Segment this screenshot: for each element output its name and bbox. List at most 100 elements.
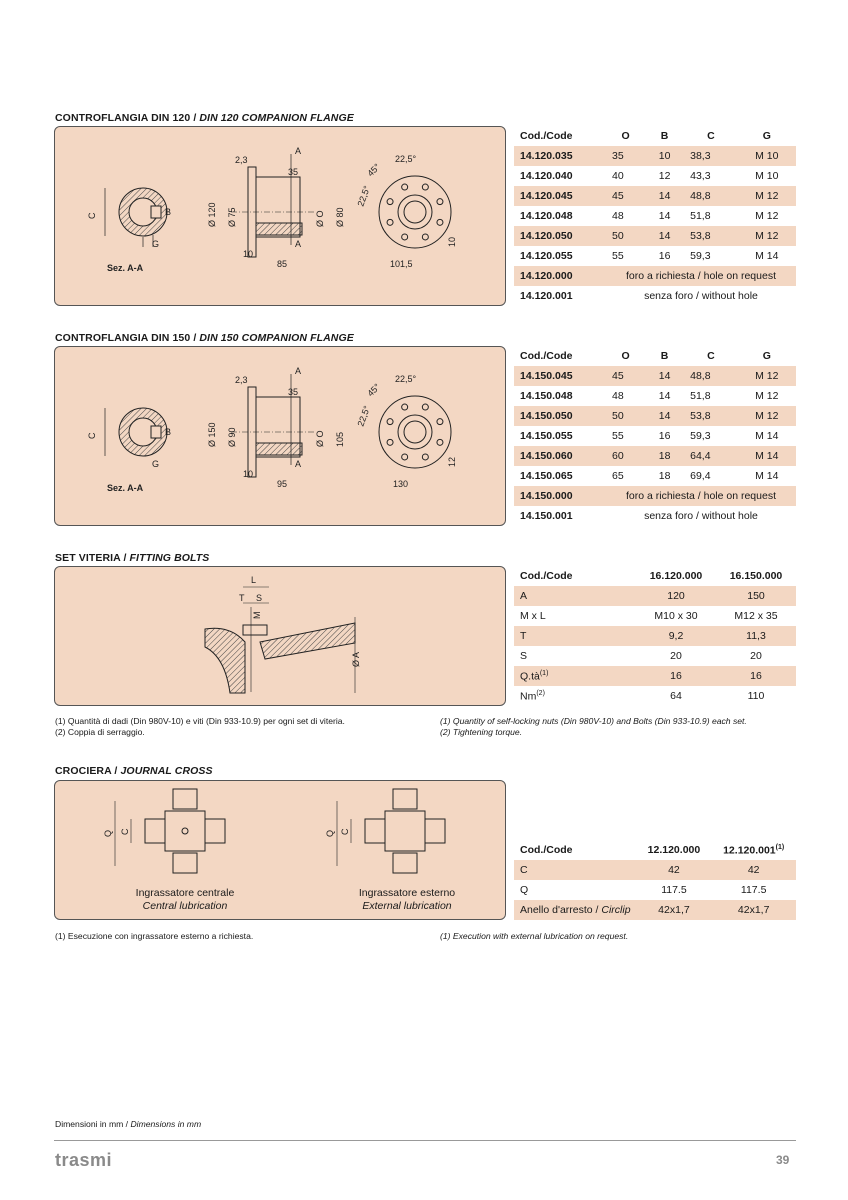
bolts-notes-en: (1) Quantity of self-locking nuts (Din 9… <box>440 716 747 737</box>
label-s: S <box>256 593 262 603</box>
title-it: CONTROFLANGIA DIN 150 / <box>55 332 197 344</box>
bolt-hole <box>386 218 394 226</box>
page-number: 39 <box>776 1153 790 1167</box>
svg-text:45°: 45° <box>365 381 382 398</box>
bolt-hole <box>436 418 444 426</box>
side-view: 2,3 35 A A Ø 120 Ø 75 Ø O Ø 80 10 85 <box>207 146 345 269</box>
drawing-panel-din150: C B G Sez. A-A 2,3 35 A A Ø 150 Ø 90 Ø O… <box>54 346 506 526</box>
bolt-hole <box>386 418 394 426</box>
caption-external: Ingrassatore esterno External lubricatio… <box>358 887 456 912</box>
table-header: Cod./Code 16.120.000 16.150.000 <box>520 570 783 582</box>
drawing-panel-cross: Q C Q C Ingrassatore centrale Central lu… <box>54 780 506 920</box>
svg-text:10: 10 <box>243 249 253 259</box>
bolt-hole <box>436 198 444 206</box>
bolt-hole <box>401 183 409 191</box>
caption-central: Ingrassatore centrale Central lubricatio… <box>135 887 235 912</box>
front-view: 22,5° 45° 22,5° 130 12 <box>355 374 457 489</box>
label-c: C <box>120 828 130 835</box>
svg-text:B: B <box>165 207 171 217</box>
svg-text:C: C <box>87 212 97 219</box>
title-en: JOURNAL CROSS <box>120 765 213 777</box>
label-a: Ø A <box>351 652 361 667</box>
bolts-drawing: L T S M Ø A <box>204 575 361 694</box>
label-t: T <box>239 593 245 603</box>
title-it: SET VITERIA / <box>55 552 127 564</box>
svg-text:B: B <box>165 427 171 437</box>
brand-logo: trasmi <box>55 1150 113 1170</box>
section-title-din120: CONTROFLANGIA DIN 120 / DIN 120 COMPANIO… <box>55 112 354 124</box>
svg-text:22,5°: 22,5° <box>355 404 372 428</box>
svg-text:2,3: 2,3 <box>235 375 248 385</box>
svg-text:35: 35 <box>288 387 298 397</box>
svg-text:C: C <box>87 432 97 439</box>
svg-text:A: A <box>295 146 301 156</box>
cross-external: Q C <box>325 788 446 874</box>
bolt-hole <box>436 218 444 226</box>
section-title-bolts: SET VITERIA / FITTING BOLTS <box>55 552 209 564</box>
title-en: DIN 120 COMPANION FLANGE <box>199 112 354 124</box>
table-header: Cod./Code O B C G <box>520 350 771 362</box>
title-en: FITTING BOLTS <box>129 552 210 564</box>
flange150-drawing: C B G Sez. A-A 2,3 35 A A Ø 150 Ø 90 Ø O… <box>87 366 457 493</box>
bolt-section: L T S M Ø A <box>204 575 361 694</box>
svg-text:22,5°: 22,5° <box>355 184 372 208</box>
bolt-hole <box>386 438 394 446</box>
svg-text:A: A <box>295 239 301 249</box>
drawing-panel-bolts: L T S M Ø A <box>54 566 506 706</box>
svg-text:A: A <box>295 459 301 469</box>
bolt-hole <box>421 183 429 191</box>
svg-text:10: 10 <box>243 469 253 479</box>
cross-drawing: Q C Q C <box>103 788 446 874</box>
label-l: L <box>251 575 256 585</box>
label-m: M <box>252 612 262 620</box>
bolt-hole <box>401 453 409 461</box>
section-label: Sez. A-A <box>107 483 144 493</box>
bolt-hole <box>421 233 429 241</box>
svg-text:130: 130 <box>393 479 408 489</box>
bolt-hole <box>386 198 394 206</box>
section-view: C B G Sez. A-A <box>87 187 171 273</box>
cross-note-en: (1) Execution with external lubrication … <box>440 931 629 941</box>
bolt-hole <box>401 403 409 411</box>
svg-text:105: 105 <box>335 432 345 447</box>
bolt-hole <box>421 403 429 411</box>
svg-text:Ø 150: Ø 150 <box>207 422 217 447</box>
title-it: CROCIERA / <box>55 765 118 777</box>
bolts-notes-it: (1) Quantità di dadi (Din 980V-10) e vit… <box>55 716 345 737</box>
svg-text:85: 85 <box>277 259 287 269</box>
label-c: C <box>340 828 350 835</box>
svg-text:A: A <box>295 366 301 376</box>
table-header: Cod./Code O B C G <box>520 130 771 142</box>
bolt-hole <box>421 453 429 461</box>
section-view: C B G Sez. A-A <box>87 407 171 493</box>
svg-text:Ø 75: Ø 75 <box>227 207 237 227</box>
svg-text:35: 35 <box>288 167 298 177</box>
cross-note-it: (1) Esecuzione con ingrassatore esterno … <box>55 931 254 941</box>
front-view: 22,5° 45° 22,5° 101,5 10 <box>355 154 457 269</box>
svg-text:G: G <box>152 239 159 249</box>
title-it: CONTROFLANGIA DIN 120 / <box>55 112 197 124</box>
